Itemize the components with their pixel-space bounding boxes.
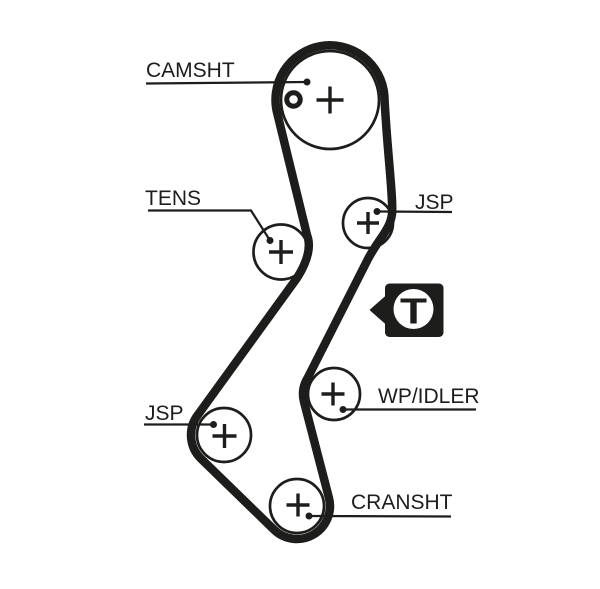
jsp-upper-label: JSP — [415, 191, 454, 214]
camshaft-plus-icon — [316, 86, 344, 114]
camshaft-label: CAMSHT — [146, 59, 235, 82]
crankshaft-plus-icon — [286, 493, 310, 517]
camshaft-bolt-hole-icon — [284, 90, 303, 109]
crankshaft-label: CRANSHT — [351, 491, 453, 514]
wp-idler-label: WP/IDLER — [378, 385, 480, 408]
timing-belt — [186, 41, 397, 544]
t-logo-circle — [393, 289, 434, 329]
tensioner-label: TENS — [145, 187, 201, 210]
t-logo-pointer-icon — [369, 294, 387, 326]
camshaft-leader-line — [145, 80, 308, 85]
gates-t-logo: T — [369, 283, 444, 337]
jsp-lower-leader-dot — [210, 421, 217, 428]
tensioner-plus-icon — [269, 240, 293, 264]
wp-idler-leader-dot — [339, 406, 347, 413]
tensioner-leader-line — [148, 209, 271, 242]
pulleys — [195, 49, 395, 535]
crankshaft-leader-dot — [305, 512, 313, 520]
jsp-upper-leader-dot — [373, 208, 381, 215]
tensioner-leader-dot — [266, 237, 274, 244]
jsp-lower-plus-icon — [212, 424, 237, 448]
wp-idler-plus-icon — [321, 382, 345, 406]
camshaft-leader-dot — [303, 78, 311, 86]
jsp-upper-plus-icon — [357, 212, 379, 234]
labels: CAMSHT TENS JSP WP/IDLER JSP CRANSHT — [145, 59, 480, 514]
t-logo-letter: T — [400, 291, 427, 332]
jsp-lower-label: JSP — [145, 402, 184, 425]
plus-marks — [212, 86, 379, 517]
